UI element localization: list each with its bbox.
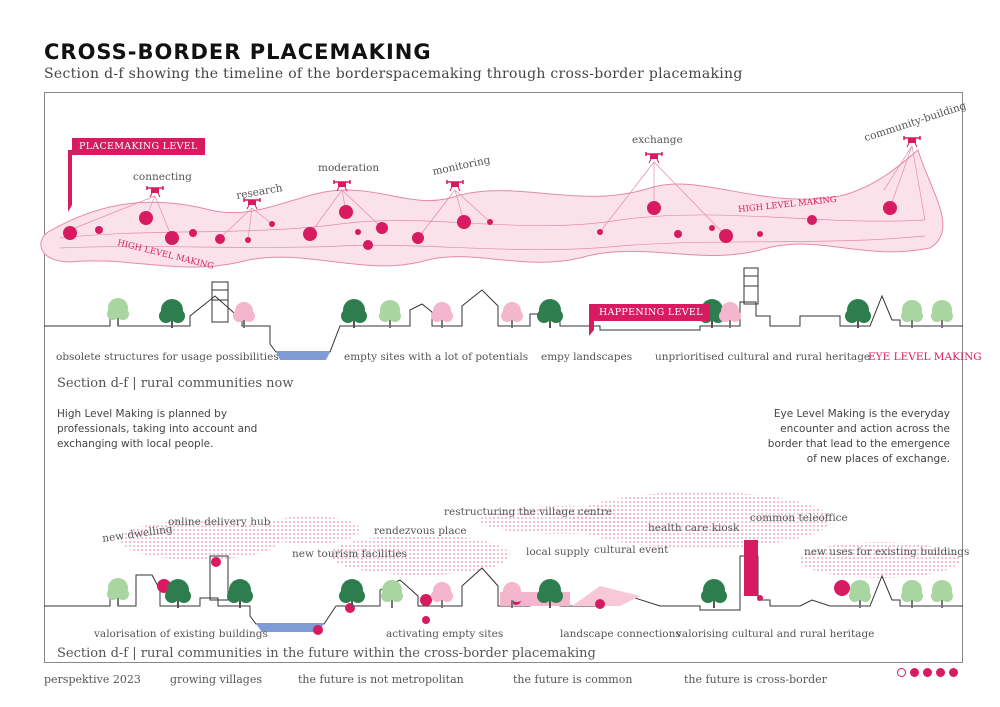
future-label-restructuring-village-centre: restructuring the village centre [444, 506, 613, 518]
footer-item-not-metropolitan: the future is not metropolitan [298, 673, 464, 686]
placemaking-level-tag: PLACEMAKING LEVEL [72, 138, 205, 155]
now-label-empty-landscapes: empy landscapes [541, 351, 633, 363]
page-dot-2[interactable] [910, 668, 919, 677]
future-label-cultural-event: cultural event [594, 544, 669, 556]
drone-label-exchange: exchange [632, 134, 683, 146]
drone-label-moderation: moderation [318, 162, 380, 174]
eye-level-making-label: EYE LEVEL MAKING [868, 351, 982, 363]
eye-level-description: Eye Level Making is the everyday encount… [767, 408, 950, 465]
future-label-new-uses-existing-buildings: new uses for existing buildings [804, 546, 970, 558]
now-label-obsolete-structures: obsolete structures for usage possibilit… [56, 351, 279, 363]
future-label-common-teleoffice: common teleoffice [750, 512, 848, 524]
page-title: CROSS-BORDER PLACEMAKING [44, 40, 432, 64]
future-label-new-tourism-facilities: new tourism facilities [292, 548, 407, 560]
diagram-frame [44, 92, 963, 663]
drone-label-connecting: connecting [133, 171, 192, 183]
now-label-cultural-heritage: unprioritised cultural and rural heritag… [655, 351, 871, 363]
happening-level-tag: HAPPENING LEVEL [592, 304, 710, 321]
future-label-activating-empty-sites: activating empty sites [386, 628, 504, 640]
future-label-valorising-heritage: valorising cultural and rural heritage [676, 628, 875, 640]
page-dot-5[interactable] [949, 668, 958, 677]
page-dot-4[interactable] [936, 668, 945, 677]
future-label-online-delivery-hub: online delivery hub [168, 516, 271, 528]
footer-item-common: the future is common [513, 673, 633, 686]
footer-item-growing-villages: growing villages [170, 673, 263, 686]
high-level-description: High Level Making is planned by professi… [57, 408, 258, 450]
future-label-health-care-kiosk: health care kiosk [648, 522, 740, 534]
footer-item-cross-border: the future is cross-border [684, 673, 827, 686]
future-label-rendezvous-place: rendezvous place [374, 525, 467, 537]
now-section-title: Section d-f | rural communities now [57, 376, 294, 391]
footer-item-perspektive: perspektive 2023 [44, 673, 141, 686]
page-dot-1[interactable] [897, 668, 906, 677]
now-label-empty-sites: empty sites with a lot of potentials [344, 351, 529, 363]
future-label-local-supply: local supply [526, 546, 590, 558]
future-label-landscape-connections: landscape connections [560, 628, 681, 640]
future-section-title: Section d-f | rural communities in the f… [57, 646, 596, 661]
future-label-valorisation-buildings: valorisation of existing buildings [94, 628, 268, 640]
page-dot-3[interactable] [923, 668, 932, 677]
page-subtitle: Section d-f showing the timeline of the … [44, 66, 743, 82]
